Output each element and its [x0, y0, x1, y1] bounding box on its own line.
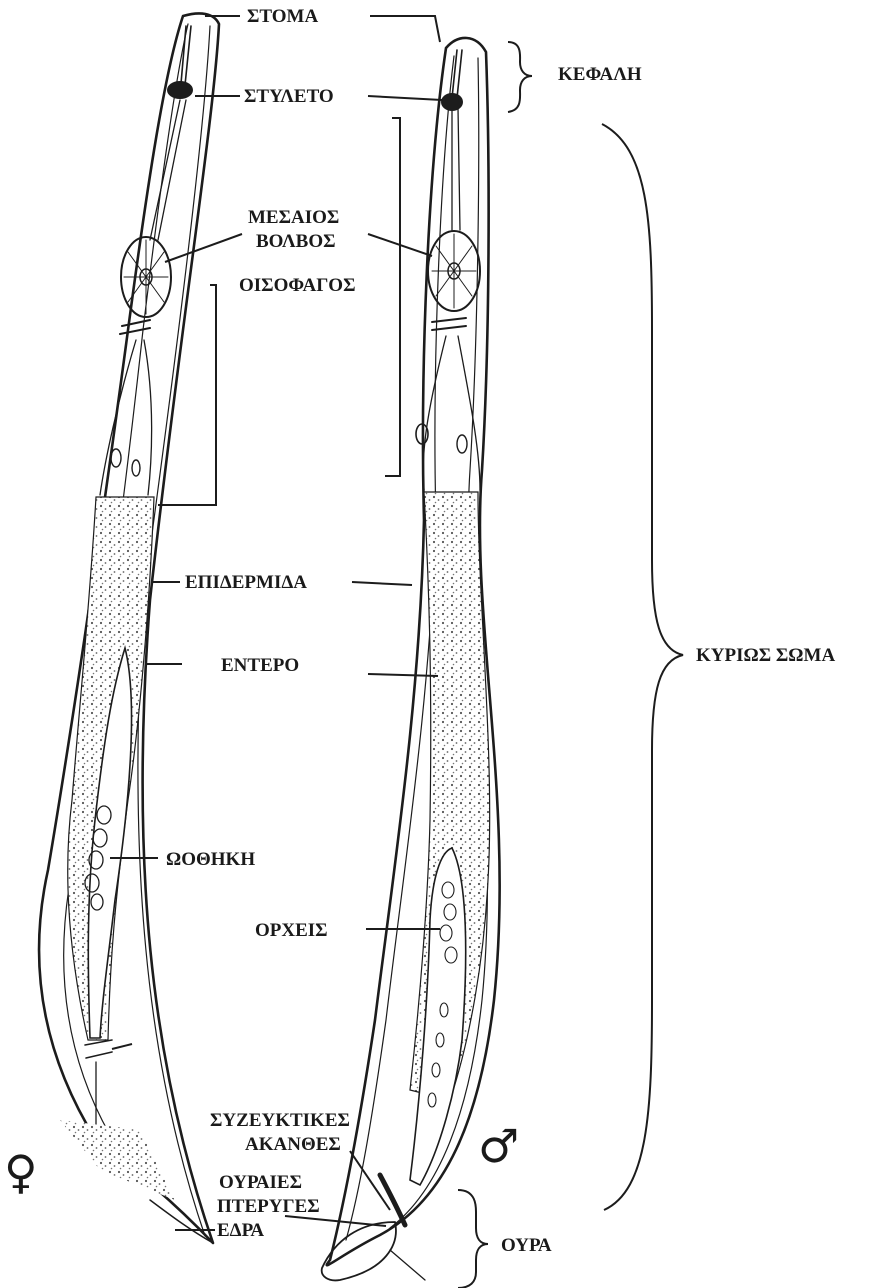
female-nematode [39, 13, 219, 1243]
head-bracket [508, 42, 532, 112]
male-symbol: ♂ [478, 1119, 519, 1173]
label-spicules-1: ΣΥΖΕΥΚΤΙΚΕΣ [210, 1110, 350, 1131]
label-mouth: ΣΤΟΜΑ [247, 6, 318, 27]
label-testes: ΟΡΧΕΙΣ [255, 920, 328, 941]
male-bursa [322, 1222, 396, 1280]
label-epidermis: ΕΠΙΔΕΡΜΙΔΑ [185, 572, 307, 593]
female-stylet-knobs [167, 81, 193, 99]
label-bursa-1: ΟΥΡΑΙΕΣ [219, 1172, 302, 1193]
label-median-bulb-1: ΜΕΣΑΙΟΣ [248, 207, 339, 228]
label-anus: ΕΔΡΑ [217, 1220, 264, 1241]
label-head: ΚΕΦΑΛΗ [558, 64, 642, 85]
label-bursa-2: ΠΤΕΡΥΓΕΣ [217, 1196, 320, 1217]
label-median-bulb-2: ΒΟΛΒΟΣ [256, 231, 336, 252]
tail-bracket [458, 1190, 488, 1288]
brackets [458, 42, 683, 1288]
male-nematode [322, 38, 500, 1280]
label-ovary: ΩΟΘΗΚΗ [166, 849, 255, 870]
label-esophagus: ΟΙΣΟΦΑΓΟΣ [239, 275, 356, 296]
main-body-bracket [602, 124, 683, 1210]
label-tail: ΟΥΡΑ [501, 1235, 552, 1256]
label-main-body: ΚΥΡΙΩΣ ΣΩΜΑ [696, 645, 835, 666]
female-symbol: ♀ [4, 1145, 38, 1199]
label-spicules-2: ΑΚΑΝΘΕΣ [245, 1134, 341, 1155]
label-intestine: ΕΝΤΕΡΟ [221, 655, 299, 676]
label-stylet: ΣΤΥΛΕΤΟ [244, 86, 334, 107]
